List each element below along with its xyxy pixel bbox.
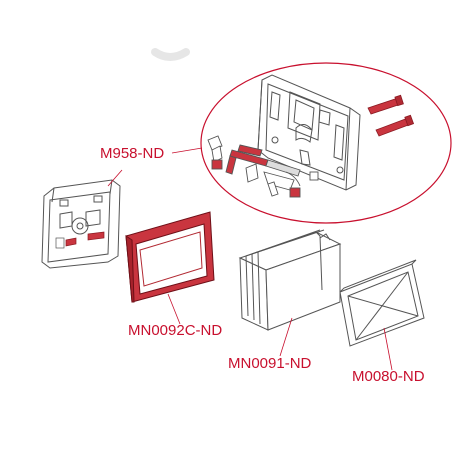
label-m0080: M0080-ND bbox=[352, 368, 425, 385]
leader-mn0092c bbox=[167, 293, 181, 325]
red-frame-mn0092c bbox=[125, 211, 215, 303]
protective-cover-m0080 bbox=[339, 259, 425, 347]
label-m958: M958-ND bbox=[100, 145, 165, 162]
leader-mn0091 bbox=[279, 317, 293, 357]
detail-actuator-levers bbox=[225, 144, 301, 197]
detail-push-rods bbox=[367, 94, 415, 137]
label-mn0091: MN0091-ND bbox=[228, 355, 312, 372]
installation-box-mn0091 bbox=[238, 229, 342, 331]
detail-fittings bbox=[207, 135, 319, 198]
label-mn0092c: MN0092C-ND bbox=[128, 322, 223, 339]
leader-m0080 bbox=[383, 327, 393, 371]
leader-m958-plate bbox=[107, 169, 123, 187]
detail-zoom-ellipse bbox=[200, 62, 452, 224]
mounting-plate-m958 bbox=[41, 179, 121, 269]
mounting-plate-rods bbox=[55, 231, 105, 249]
background-arc bbox=[151, 48, 190, 61]
leader-m958 bbox=[171, 147, 203, 154]
detail-mounting-plate bbox=[257, 74, 361, 191]
